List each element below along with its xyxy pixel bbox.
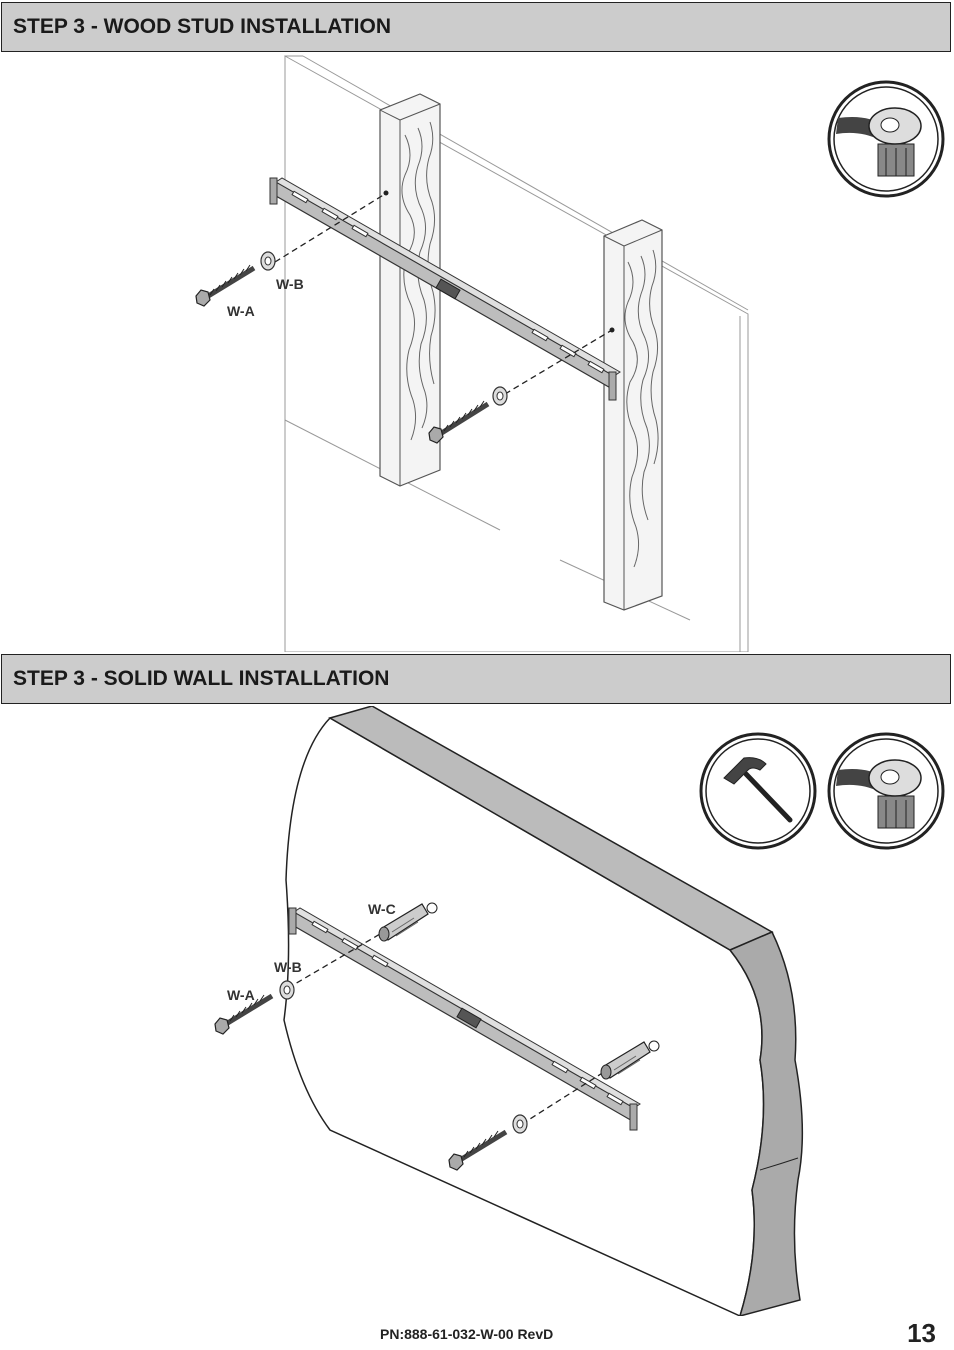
label-wb: W-B — [274, 959, 302, 975]
lag-bolt-wa — [195, 264, 256, 307]
wood-stud-illustration: W-B W-A — [195, 55, 945, 652]
lag-bolt-wa-lower — [448, 1129, 508, 1171]
washer-wb — [260, 251, 276, 271]
socket-wrench-icon — [827, 80, 945, 198]
label-wa: W-A — [227, 987, 255, 1003]
label-wa: W-A — [227, 303, 255, 319]
washer-wb-lower — [492, 386, 508, 406]
label-wc: W-C — [368, 901, 396, 917]
anchor-wc-lower — [600, 1040, 660, 1080]
part-number: PN:888-61-032-W-00 RevD — [380, 1326, 554, 1342]
washer-wb-lower — [512, 1114, 528, 1134]
step-header-wood-stud: STEP 3 - WOOD STUD INSTALLATION — [1, 2, 951, 52]
solid-wall-illustration: W-C W-B W-A — [214, 706, 945, 1316]
socket-wrench-icon — [827, 732, 945, 850]
anchor-wc — [378, 902, 438, 942]
solid-wall — [283, 706, 804, 1316]
wood-stud-right — [603, 219, 663, 611]
hammer-icon — [699, 732, 817, 850]
wall-plate — [269, 177, 621, 401]
lag-bolt-wa — [214, 993, 274, 1035]
wood-stud-left — [379, 93, 441, 487]
bubble-level — [456, 1007, 482, 1029]
bubble-level — [435, 278, 461, 300]
washer-wb — [279, 980, 295, 1000]
label-wb: W-B — [276, 276, 304, 292]
step-title: STEP 3 - SOLID WALL INSTALLATION — [13, 667, 390, 690]
lag-bolt-wa-lower — [428, 400, 490, 444]
wall-plate — [288, 907, 641, 1131]
page-number: 13 — [907, 1318, 936, 1348]
step-title: STEP 3 - WOOD STUD INSTALLATION — [13, 15, 391, 38]
step-header-solid-wall: STEP 3 - SOLID WALL INSTALLATION — [1, 654, 951, 704]
